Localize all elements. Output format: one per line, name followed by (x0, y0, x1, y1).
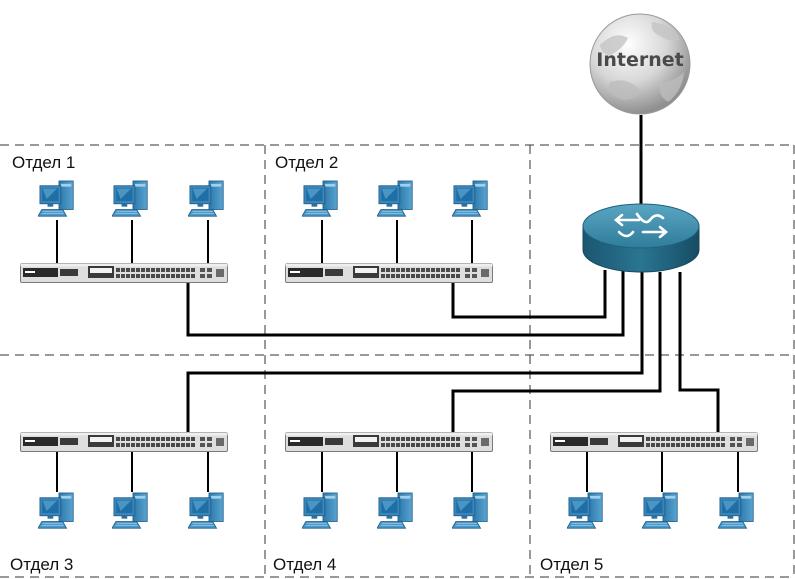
workstation-2-1 (302, 180, 338, 217)
cable-department-1 (186, 270, 625, 337)
department-5-label: Отдел 5 (540, 555, 603, 574)
cable-department-2 (451, 270, 607, 319)
router-arrows-icon (613, 212, 669, 239)
cable-department-4 (451, 272, 662, 432)
workstation-3-1 (38, 492, 74, 529)
internet-label: Internet (596, 49, 683, 71)
workstation-4-1 (302, 492, 338, 529)
workstation-5-2 (642, 492, 678, 529)
department-1-label: Отдел 1 (12, 153, 75, 172)
switch-department-4 (285, 432, 493, 452)
department-4-label: Отдел 4 (273, 555, 336, 574)
workstation-cables (56, 220, 739, 492)
workstation-2-2 (377, 180, 413, 217)
internet-globe: Internet (589, 13, 691, 115)
workstation-3-2 (112, 492, 148, 529)
router (582, 203, 700, 273)
workstation-1-1 (38, 180, 74, 217)
switch-department-3 (20, 432, 228, 452)
workstation-1-3 (188, 180, 224, 217)
workstation-5-1 (567, 492, 603, 529)
switch-department-1 (20, 263, 228, 283)
workstation-4-2 (377, 492, 413, 529)
department-zones (0, 144, 795, 578)
workstation-3-3 (188, 492, 224, 529)
workstation-5-3 (718, 492, 754, 529)
workstation-1-2 (112, 180, 148, 217)
workstation-2-3 (452, 180, 488, 217)
uplink-cables (186, 115, 720, 432)
router-icon (582, 203, 700, 249)
switch-department-5 (550, 432, 758, 452)
department-3-label: Отдел 3 (10, 555, 73, 574)
workstation-4-3 (452, 492, 488, 529)
cable-department-5 (678, 272, 720, 432)
department-2-label: Отдел 2 (275, 153, 338, 172)
cable-department-3 (186, 272, 644, 432)
switch-department-2 (285, 263, 493, 283)
